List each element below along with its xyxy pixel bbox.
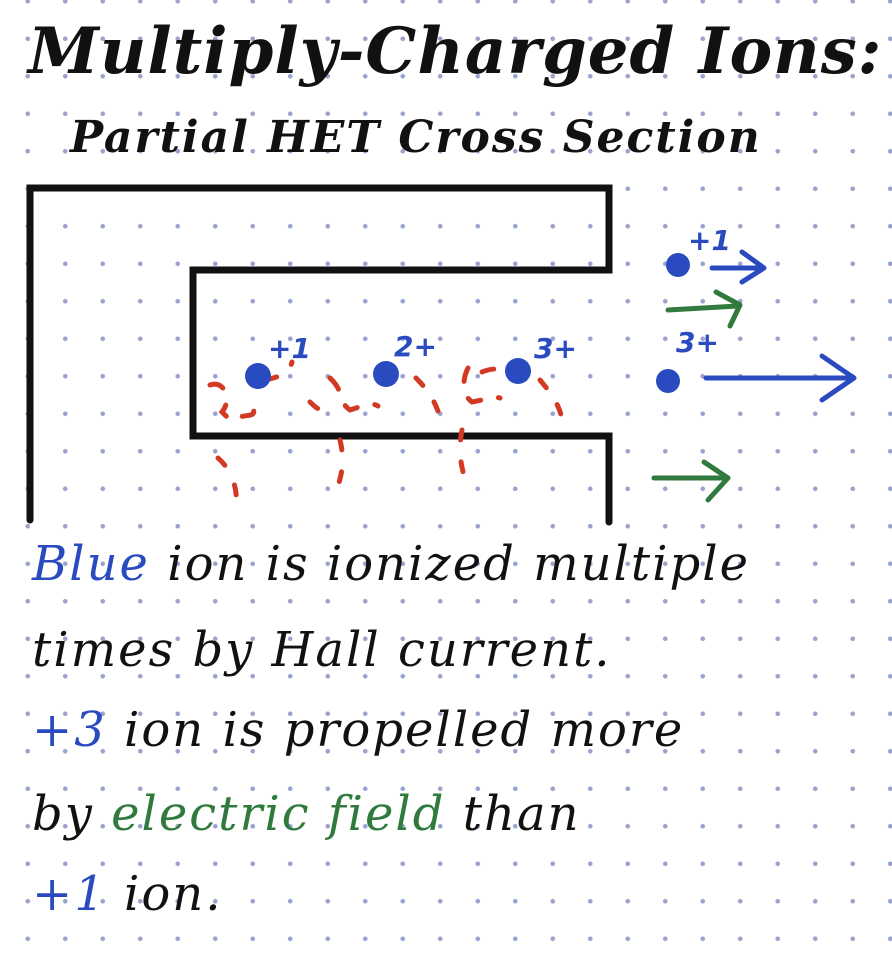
electron-path-2 (327, 375, 381, 413)
electron-path-3c (457, 427, 473, 493)
electron-path-3 (461, 365, 503, 405)
plume: +1 3+ (651, 224, 857, 503)
note-text: than (462, 786, 581, 842)
charge-plus1: +1 (32, 866, 107, 922)
ion-2plus (373, 361, 399, 387)
electron-path-3b (479, 366, 509, 375)
note-line-4: by electric field than (32, 786, 580, 842)
page-title: Multiply-Charged Ions: (28, 14, 883, 89)
page-subtitle: Partial HET Cross Section (70, 112, 762, 163)
electron-path-5 (537, 377, 565, 423)
exit-ion-label-3plus: 3+ (676, 326, 719, 359)
note-text: ion is ionized multiple (167, 536, 750, 592)
note-line-2: times by Hall current. (32, 622, 612, 678)
ion-plus1 (245, 363, 271, 389)
note-text: ion is propelled more (124, 702, 685, 758)
outer-wall (26, 184, 613, 526)
arrow-right-icon (709, 249, 767, 285)
ion-label-2plus: 2+ (394, 330, 437, 363)
note-line-5: +1 ion. (32, 866, 222, 922)
note-text: by (32, 786, 94, 842)
electron-path-4 (413, 375, 443, 421)
charge-plus3: +3 (32, 702, 107, 758)
note-line-1: Blue ion is ionized multiple (32, 536, 750, 592)
blue-word: Blue (32, 536, 150, 592)
arrow-right-icon (703, 353, 857, 403)
field-arrow-icon (665, 289, 743, 329)
electric-field-phrase: electric field (111, 786, 446, 842)
electron-path-1c (215, 455, 239, 508)
electron-path-1 (207, 381, 257, 423)
field-arrow-icon (651, 459, 731, 503)
exit-ion-3plus (656, 369, 680, 393)
ion-label-3plus: 3+ (534, 332, 577, 365)
electron-path-2b (307, 399, 333, 413)
exit-ion-plus1 (666, 253, 690, 277)
note-text: ion. (124, 866, 223, 922)
note-line-3: +3 ion is propelled more (32, 702, 684, 758)
electron-path-2c (331, 437, 345, 497)
note-text: times by Hall current. (32, 622, 612, 678)
exit-ion-label-plus1: +1 (688, 224, 731, 257)
channel-ions: +1 2+ 3+ (245, 330, 577, 389)
ion-3plus (505, 358, 531, 384)
ion-label-plus1: +1 (268, 332, 311, 365)
